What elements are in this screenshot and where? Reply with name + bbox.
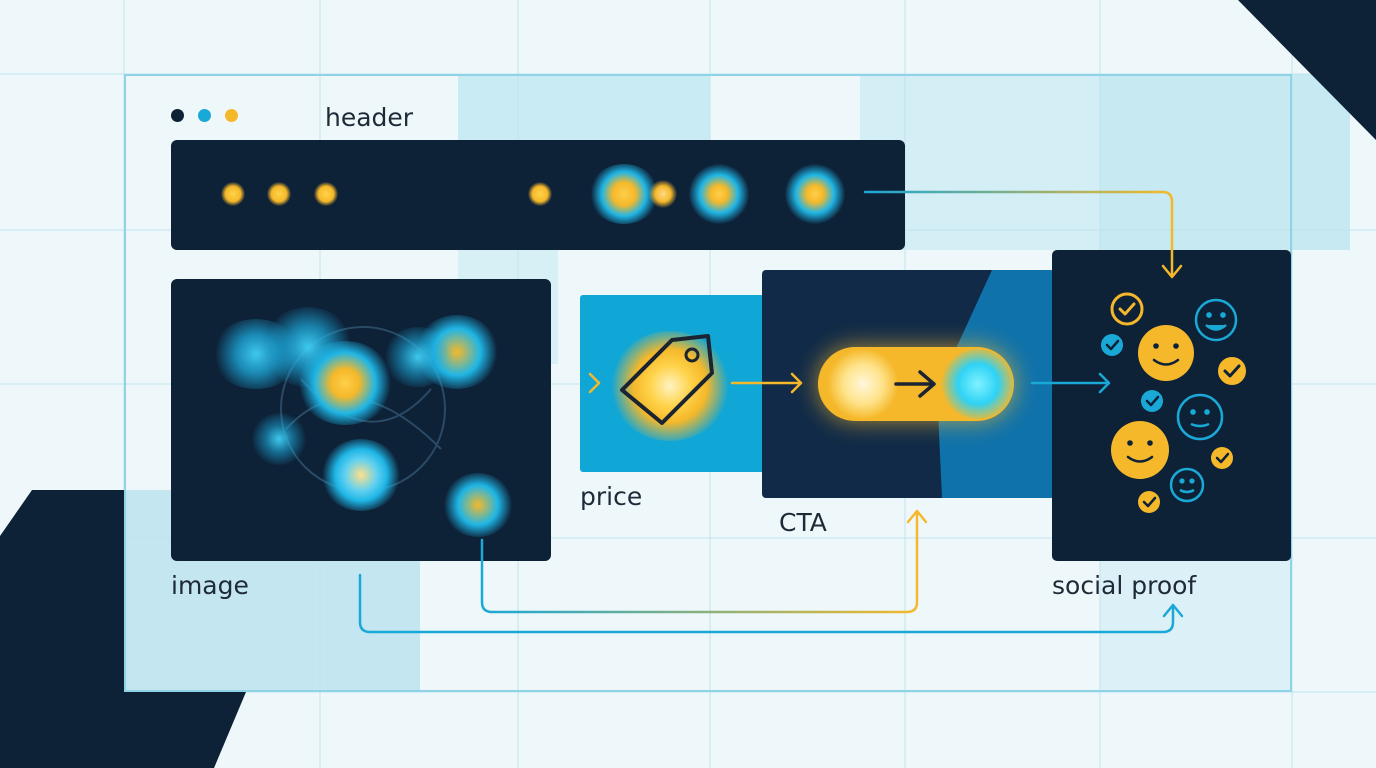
heat-spot <box>321 439 401 511</box>
price-tag-icon <box>620 334 714 425</box>
page-frame <box>124 74 1292 692</box>
heat-spot <box>528 182 552 206</box>
heat-spot <box>649 180 677 208</box>
window-dot-navy <box>171 109 184 122</box>
heat-spot <box>942 349 1014 419</box>
heat-spot <box>689 164 749 224</box>
heat-spot <box>314 182 338 206</box>
check-icon <box>1216 355 1248 387</box>
smiley-icon <box>1111 421 1169 479</box>
price-panel <box>580 295 776 472</box>
arrow-right-icon <box>894 370 936 398</box>
heat-spot <box>267 182 291 206</box>
smiley-icon <box>1176 393 1224 441</box>
window-dot-cyan <box>198 109 211 122</box>
label-image: image <box>171 571 249 600</box>
corner-shape-top-right <box>1238 0 1376 140</box>
corner-shape-bottom-left <box>0 490 124 768</box>
cta-button[interactable] <box>818 347 1014 421</box>
smiley-icon <box>1138 325 1194 381</box>
label-social-proof: social proof <box>1052 571 1197 600</box>
heat-spot <box>251 413 307 465</box>
check-icon <box>1211 447 1233 469</box>
cta-panel <box>762 270 1070 498</box>
heat-spot <box>383 327 453 387</box>
heat-spot <box>221 182 245 206</box>
check-icon <box>1141 390 1163 412</box>
label-price: price <box>580 482 643 511</box>
header-bar <box>171 140 905 250</box>
check-icon <box>1138 491 1160 513</box>
heat-spot <box>785 164 845 224</box>
label-header: header <box>325 103 414 132</box>
smiley-icon <box>1169 467 1205 503</box>
heat-spot <box>828 349 898 419</box>
label-cta: CTA <box>779 508 827 537</box>
check-icon <box>1110 292 1144 326</box>
check-icon <box>1101 334 1123 356</box>
social-proof-panel <box>1052 250 1291 561</box>
smiley-icon <box>1194 298 1238 342</box>
window-dot-yellow <box>225 109 238 122</box>
heat-spot <box>297 341 393 425</box>
heat-spot <box>443 473 513 537</box>
image-panel <box>171 279 551 561</box>
heat-spot <box>589 164 659 224</box>
